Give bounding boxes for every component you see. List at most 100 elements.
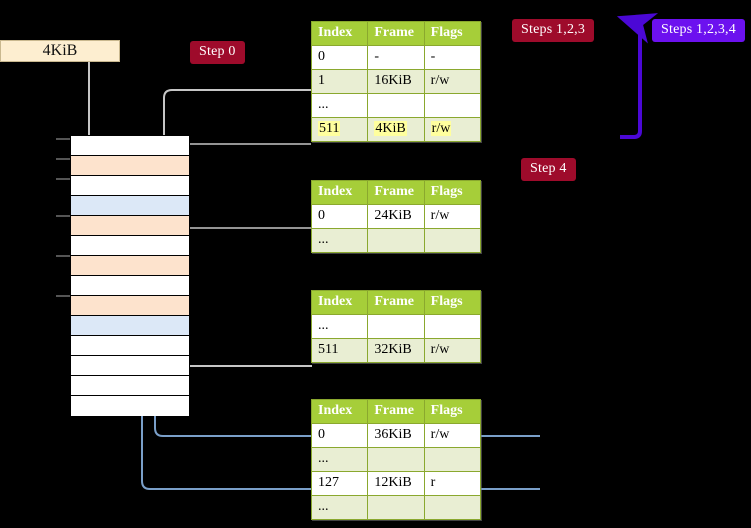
badge-steps-1234-label: Steps 1,2,3,4: [661, 22, 736, 37]
cell-index: 1: [310, 69, 369, 94]
column-header-flags: Flags: [423, 399, 482, 424]
column-header-flags: Flags: [423, 290, 482, 315]
memory-row: [71, 176, 189, 196]
cell-frame: 36KiB: [367, 423, 425, 448]
table-row: 127 12KiB r: [310, 471, 482, 496]
memory-row: [71, 316, 189, 336]
column-header-index: Index: [310, 290, 369, 315]
cell-flags: r/w: [423, 423, 482, 448]
table-row-highlighted: 511 4KiB r/w: [310, 117, 482, 142]
memory-row: [71, 156, 189, 176]
cell-frame-text: 4KiB: [374, 121, 407, 136]
cell-frame: [367, 495, 425, 520]
table-header-row: Index Frame Flags: [310, 180, 482, 205]
cell-flags: [423, 314, 482, 339]
memory-row: [71, 276, 189, 296]
table-header-row: Index Frame Flags: [310, 21, 482, 46]
memory-tick: [56, 295, 70, 297]
memory-row: [71, 396, 189, 416]
cell-flags: r/w: [423, 338, 482, 363]
table-row: ...: [310, 495, 482, 520]
cell-index: 127: [310, 471, 369, 496]
cell-frame: [367, 228, 425, 253]
memory-row: [71, 216, 189, 236]
cell-index: ...: [310, 314, 369, 339]
table-row: 0 24KiB r/w: [310, 204, 482, 229]
table-row: ...: [310, 228, 482, 253]
cell-index: 0: [310, 45, 369, 70]
badge-step-4-label: Step 4: [530, 161, 567, 176]
badge-steps-123-label: Steps 1,2,3: [521, 22, 586, 37]
cell-index: ...: [310, 228, 369, 253]
pml4-table: Index Frame Flags 0 - - 1 16KiB r/w ...: [310, 21, 482, 142]
memory-row: [71, 136, 189, 156]
cell-flags: r/w: [423, 69, 482, 94]
cell-flags: r: [423, 471, 482, 496]
table-row: ...: [310, 314, 482, 339]
cell-frame: 16KiB: [367, 69, 425, 94]
memory-row: [71, 376, 189, 396]
memory-row: [71, 236, 189, 256]
memory-tick: [56, 178, 70, 180]
cell-index: ...: [310, 447, 369, 472]
cell-frame: 24KiB: [367, 204, 425, 229]
cell-frame: [367, 447, 425, 472]
table-row: 511 32KiB r/w: [310, 338, 482, 363]
cell-flags: [423, 228, 482, 253]
cell-flags: -: [423, 45, 482, 70]
table-row: 1 16KiB r/w: [310, 69, 482, 94]
pt-table: Index Frame Flags 0 36KiB r/w ... 127 12…: [310, 399, 482, 520]
memory-row: [71, 356, 189, 376]
column-header-flags: Flags: [423, 21, 482, 46]
badge-step-4: Step 4: [521, 158, 576, 181]
cell-flags-text: r/w: [430, 121, 452, 136]
memory-tick: [56, 138, 70, 140]
memory-row: [71, 296, 189, 316]
pdpt-table: Index Frame Flags 0 24KiB r/w ...: [310, 180, 482, 253]
table-header-row: Index Frame Flags: [310, 290, 482, 315]
cell-flags: [423, 93, 482, 118]
column-header-index: Index: [310, 399, 369, 424]
table-row: ...: [310, 93, 482, 118]
pd-table: Index Frame Flags ... 511 32KiB r/w: [310, 290, 482, 363]
connector-steps-1234-bracket: [616, 13, 659, 139]
column-header-flags: Flags: [423, 180, 482, 205]
connector-pd-511-up: [169, 300, 312, 367]
frame-box-label: 4KiB: [42, 42, 78, 59]
table-header-row: Index Frame Flags: [310, 399, 482, 424]
column-header-index: Index: [310, 21, 369, 46]
frame-box-4kib: 4KiB: [0, 40, 120, 62]
cell-flags: [423, 495, 482, 520]
column-header-frame: Frame: [367, 399, 425, 424]
column-header-frame: Frame: [367, 290, 425, 315]
badge-steps-123: Steps 1,2,3: [512, 19, 595, 42]
cell-index: 511: [310, 117, 369, 142]
cell-frame: -: [367, 45, 425, 70]
cell-frame: [367, 93, 425, 118]
cell-frame: [367, 314, 425, 339]
memory-tick: [56, 255, 70, 257]
badge-step-0: Step 0: [190, 41, 245, 64]
cell-flags: [423, 447, 482, 472]
memory-row: [71, 256, 189, 276]
cell-index: ...: [310, 495, 369, 520]
badge-step-0-label: Step 0: [199, 44, 236, 59]
table-row: 0 - -: [310, 45, 482, 70]
table-row: ...: [310, 447, 482, 472]
column-header-index: Index: [310, 180, 369, 205]
cell-index: 511: [310, 338, 369, 363]
cell-frame: 4KiB: [367, 117, 425, 142]
memory-tick: [56, 215, 70, 217]
column-header-frame: Frame: [367, 180, 425, 205]
physical-memory-grid: [70, 135, 190, 416]
cell-flags: r/w: [423, 117, 482, 142]
cell-frame: 12KiB: [367, 471, 425, 496]
cell-index: ...: [310, 93, 369, 118]
memory-tick: [56, 158, 70, 160]
column-header-frame: Frame: [367, 21, 425, 46]
cell-index: 0: [310, 423, 369, 448]
memory-row: [71, 196, 189, 216]
memory-row: [71, 336, 189, 356]
cell-frame: 32KiB: [367, 338, 425, 363]
